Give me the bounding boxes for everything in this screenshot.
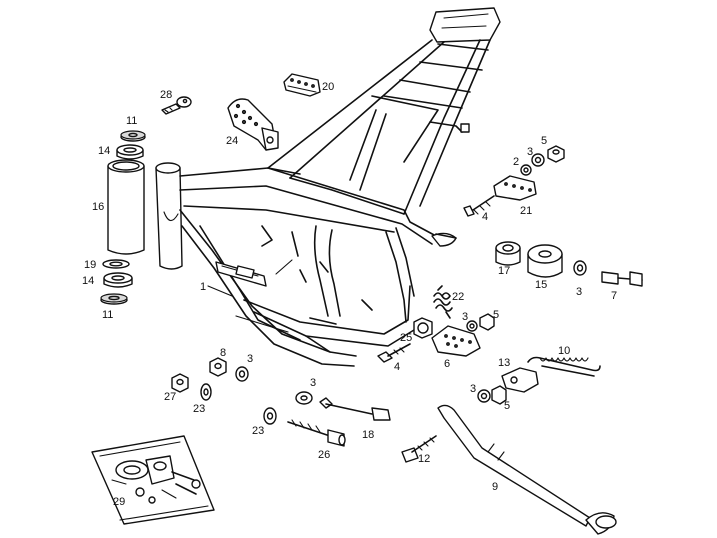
callout-3: 3 (247, 353, 253, 365)
callout-2: 2 (513, 156, 519, 168)
callout-12: 12 (418, 453, 430, 465)
callout-28: 28 (160, 89, 172, 101)
callout-29: 29 (113, 496, 125, 508)
callout-23: 23 (193, 403, 205, 415)
right-side-parts (463, 145, 643, 287)
callout-3: 3 (462, 311, 468, 323)
callout-18: 18 (362, 429, 374, 441)
callout-4: 4 (394, 361, 400, 373)
lock-kit (91, 435, 215, 525)
callout-27: 27 (164, 391, 176, 403)
callout-16: 16 (92, 201, 104, 213)
lower-left-hardware (171, 357, 437, 463)
callout-3: 3 (470, 383, 476, 395)
callout-9: 9 (492, 481, 498, 493)
callout-3: 3 (576, 286, 582, 298)
callout-5: 5 (504, 400, 510, 412)
callout-24: 24 (226, 135, 238, 147)
side-stand (437, 404, 617, 535)
main-frame (155, 7, 501, 367)
callout-14: 14 (98, 145, 110, 157)
callout-7: 7 (611, 290, 617, 302)
callout-13: 13 (498, 357, 510, 369)
steering-stack (100, 130, 146, 305)
callout-11: 11 (126, 115, 137, 127)
callout-3: 3 (310, 377, 316, 389)
footpeg-20 (283, 73, 321, 97)
mid-parts (377, 285, 495, 363)
callout-21: 21 (520, 205, 532, 217)
callout-3: 3 (527, 146, 533, 158)
leader-lines (207, 259, 293, 297)
callout-26: 26 (318, 449, 330, 461)
callout-8: 8 (220, 347, 226, 359)
callout-20: 20 (322, 81, 334, 93)
callout-19: 19 (84, 259, 96, 271)
callout-23: 23 (252, 425, 264, 437)
callout-4: 4 (482, 211, 488, 223)
callout-5: 5 (493, 309, 499, 321)
callout-25: 25 (400, 332, 412, 344)
stand-spring-parts (477, 356, 601, 405)
ignition-key (161, 96, 192, 115)
callout-10: 10 (558, 345, 570, 357)
callout-labels: 1 2 3 3 3 3 3 3 4 4 5 5 5 6 7 8 9 10 11 … (82, 81, 617, 508)
footpeg-24 (227, 98, 279, 151)
callout-5: 5 (541, 135, 547, 147)
callout-17: 17 (498, 265, 510, 277)
callout-1: 1 (200, 281, 206, 293)
callout-14: 14 (82, 275, 94, 287)
callout-22: 22 (452, 291, 464, 303)
callout-6: 6 (444, 358, 450, 370)
callout-11: 11 (102, 309, 113, 321)
callout-15: 15 (535, 279, 547, 291)
